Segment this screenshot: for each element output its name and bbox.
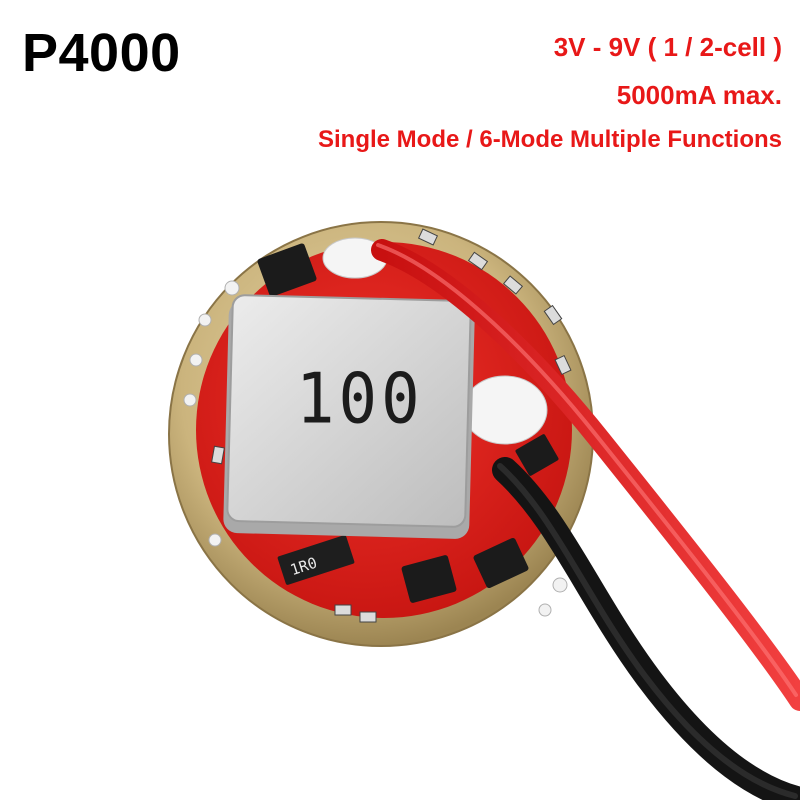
inductor: [223, 294, 475, 539]
spec-modes: Single Mode / 6-Mode Multiple Functions: [318, 126, 782, 153]
edge-pads: [183, 280, 568, 617]
solder-joints: [322, 237, 548, 445]
product-model-title: P4000: [22, 23, 181, 83]
resistor: [277, 535, 355, 585]
inductor-marking: 100: [296, 360, 424, 440]
ic-chips: [257, 243, 559, 603]
spec-current: 5000mA max.: [616, 80, 782, 110]
spec-voltage: 3V - 9V ( 1 / 2-cell ): [553, 32, 782, 62]
